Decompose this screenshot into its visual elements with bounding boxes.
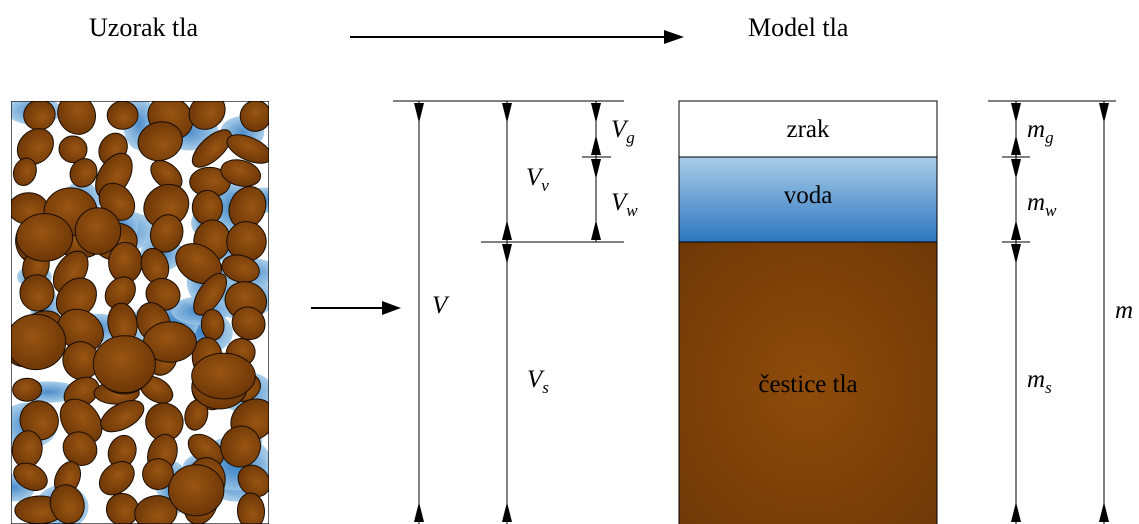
- soil-grain: [105, 492, 140, 524]
- label-v-voids: Vv: [526, 164, 549, 195]
- soil-grain: [226, 221, 267, 262]
- sample-title: Uzorak tla: [89, 13, 199, 42]
- phase-label-air: zrak: [786, 116, 830, 143]
- soil-grain: [134, 495, 178, 524]
- label-m-total: m: [1115, 297, 1133, 324]
- phase-label-solids: čestice tla: [758, 371, 857, 398]
- water-phase: [678, 156, 938, 243]
- soil-grain: [191, 352, 256, 400]
- soil-grain: [13, 462, 48, 492]
- soil-grain: [137, 121, 183, 162]
- model-title: Model tla: [748, 13, 849, 42]
- soil-grain: [15, 213, 74, 262]
- label-v-solids: Vs: [527, 366, 549, 397]
- label-m-gas: mg: [1027, 116, 1054, 147]
- soil-grain: [49, 484, 85, 524]
- soil-grain: [19, 400, 59, 441]
- soil-grain: [231, 306, 266, 341]
- soil-grains: [11, 101, 269, 524]
- soil-grain: [100, 399, 145, 433]
- mass-dimensions: [988, 100, 1116, 524]
- soil-grain: [74, 207, 122, 255]
- sample-to-model-arrow: [311, 301, 401, 315]
- soil-grain: [226, 134, 269, 164]
- soil-grain: [193, 272, 228, 316]
- soil-grain: [220, 425, 261, 468]
- label-v-gas: Vg: [611, 116, 635, 147]
- soil-grain: [11, 313, 67, 371]
- soil-grain: [188, 101, 226, 130]
- volume-dimensions: [393, 100, 624, 524]
- soil-grain: [92, 335, 156, 394]
- soil-sample: [11, 101, 269, 524]
- soil-grain: [191, 129, 232, 168]
- soil-grain: [12, 157, 37, 187]
- phase-model: [678, 100, 938, 524]
- soil-grain: [220, 159, 262, 187]
- phase-label-water: voda: [784, 182, 833, 209]
- soil-grain: [57, 101, 96, 135]
- soil-grain: [55, 277, 97, 320]
- solid-phase: [678, 241, 938, 524]
- soil-grain: [98, 461, 135, 496]
- soil-grain: [69, 158, 98, 188]
- soil-grain: [168, 464, 225, 517]
- soil-grain: [59, 398, 103, 445]
- air-phase: [678, 100, 938, 158]
- soil-grain: [236, 492, 266, 524]
- soil-grain: [104, 276, 136, 309]
- soil-grain: [58, 135, 88, 164]
- soil-grain: [23, 101, 56, 131]
- soil-grain: [221, 254, 260, 283]
- soil-grain: [19, 274, 55, 312]
- soil-grain: [12, 377, 43, 402]
- label-v-water: Vw: [611, 189, 638, 220]
- transform-arrow-top: [350, 30, 684, 44]
- label-m-water: mw: [1027, 189, 1057, 220]
- label-m-solids: ms: [1027, 366, 1052, 397]
- soil-grain: [191, 189, 224, 226]
- soil-grain: [62, 431, 98, 466]
- label-v-total: V: [432, 292, 450, 319]
- soil-grain: [237, 464, 269, 498]
